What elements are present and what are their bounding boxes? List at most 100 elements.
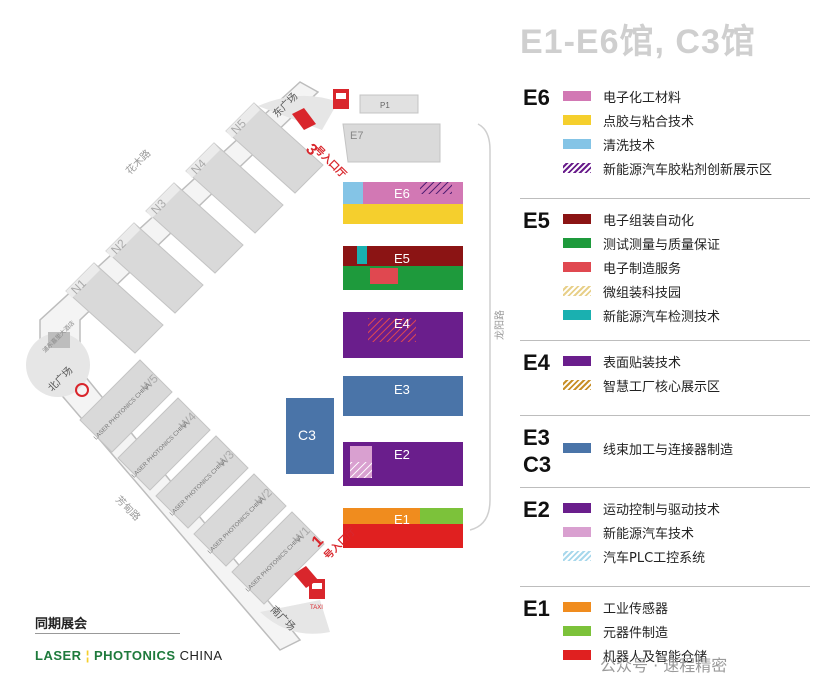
legend-label: 测试测量与质量保证 <box>603 237 721 253</box>
legend-swatch <box>563 91 591 101</box>
legend-hall-label: C3 <box>523 452 552 477</box>
legend-label: 新能源汽车胶粘剂创新展示区 <box>603 162 773 178</box>
label-e1: E1 <box>394 512 410 527</box>
legend-item: 清洗技术 <box>563 135 656 154</box>
hall-e7[interactable] <box>342 123 441 163</box>
legend-hall-label: E4 <box>523 350 550 375</box>
legend-label: 电子化工材料 <box>603 90 682 106</box>
legend-swatch <box>563 286 591 296</box>
legend-label: 新能源汽车检测技术 <box>603 309 721 325</box>
e5-test-zone <box>343 266 463 290</box>
legend-item: 智慧工厂核心展示区 <box>563 376 721 395</box>
legend-swatch <box>563 650 591 660</box>
north-halls <box>65 102 324 354</box>
p1-parking[interactable] <box>359 94 419 114</box>
hall-w4[interactable] <box>117 397 211 491</box>
legend-item: 电子制造服务 <box>563 258 681 277</box>
hall-e5[interactable] <box>343 246 463 290</box>
legend-item: 新能源汽车技术 <box>563 523 695 542</box>
hall-n5[interactable] <box>225 102 324 194</box>
e5-nev-test-zone <box>357 246 367 264</box>
hall-n1[interactable] <box>65 262 164 354</box>
legend-swatch <box>563 551 591 561</box>
north-plaza <box>26 333 90 397</box>
taxi-icon-east <box>333 89 349 109</box>
hall-e3[interactable] <box>343 376 463 416</box>
hall-e1[interactable] <box>343 508 463 548</box>
legend-item: 工业传感器 <box>563 598 669 617</box>
e6-cleaning-zone <box>343 182 363 204</box>
legend-swatch <box>563 310 591 320</box>
brand-china: CHINA <box>179 648 223 663</box>
e4-smart-factory-zone <box>368 318 416 342</box>
longyang-road-line <box>469 123 491 531</box>
e2-plc-zone <box>350 462 372 478</box>
legend-swatch <box>563 503 591 513</box>
legend-hall-label: E1 <box>523 596 550 621</box>
legend-swatch <box>563 262 591 272</box>
legend-hall-label: E2 <box>523 497 550 522</box>
legend-label: 智慧工厂核心展示区 <box>603 379 721 395</box>
legend-label: 新能源汽车技术 <box>603 526 695 542</box>
legend-label: 表面贴装技术 <box>603 355 682 371</box>
legend-divider <box>520 415 810 416</box>
e6-nev-adhesive-zone <box>420 182 452 194</box>
legend-divider <box>520 198 810 199</box>
legend-item: 运动控制与驱动技术 <box>563 499 721 518</box>
legend-item: 元器件制造 <box>563 622 669 641</box>
e1-robot-zone <box>343 524 463 548</box>
road-longyang: 龙阳路 <box>493 310 506 340</box>
hall-c3[interactable] <box>286 398 334 474</box>
legend-hall-label: E5 <box>523 208 550 233</box>
legend-label: 微组装科技园 <box>603 285 682 301</box>
hall-w2[interactable] <box>193 473 287 567</box>
legend-label: 清洗技术 <box>603 138 656 154</box>
taxi-label-east: TAXI <box>334 115 347 121</box>
taxi-icon-south <box>309 579 325 599</box>
legend-divider <box>520 487 810 488</box>
brand-photonics: PHOTONICS <box>93 648 176 663</box>
hall-n3[interactable] <box>145 182 244 274</box>
entrance-3-marker <box>292 108 316 130</box>
label-p1: P1 <box>380 101 390 110</box>
label-e4: E4 <box>394 316 410 331</box>
legend-item: 测试测量与质量保证 <box>563 234 721 253</box>
legend-swatch <box>563 602 591 612</box>
legend-label: 汽车PLC工控系统 <box>603 550 706 566</box>
legend-label: 运动控制与驱动技术 <box>603 502 721 518</box>
legend-item: 表面贴装技术 <box>563 352 682 371</box>
legend-item: 点胶与粘合技术 <box>563 111 694 130</box>
hall-e2[interactable] <box>343 442 463 486</box>
hall-n4[interactable] <box>185 142 284 234</box>
watermark: 公众号 · 速程精密 <box>600 656 728 675</box>
legend-divider <box>520 340 810 341</box>
hall-w5[interactable] <box>79 359 173 453</box>
legend-hall-label: E6 <box>523 85 550 110</box>
label-e3: E3 <box>394 382 410 397</box>
legend-label: 元器件制造 <box>603 625 669 641</box>
legend-swatch <box>563 443 591 453</box>
hall-w1[interactable] <box>231 511 325 605</box>
brand-laser: LASER <box>35 648 82 663</box>
label-c3: C3 <box>298 427 316 443</box>
taxi-label-south: TAXI <box>310 605 323 611</box>
legend-label: 机器人及智能仓储 <box>603 649 708 665</box>
brand-separator-icon: ¦ <box>85 648 90 663</box>
hall-e6[interactable] <box>343 182 463 224</box>
legend-divider <box>520 586 810 587</box>
road-huamu: 花木路 <box>123 147 153 177</box>
legend-label: 线束加工与连接器制造 <box>603 442 734 458</box>
concurrent-exhibition-label: 同期展会 <box>35 617 88 632</box>
hall-w3[interactable] <box>155 435 249 529</box>
e1-component-zone <box>420 508 463 524</box>
hotel-icon <box>48 332 70 348</box>
footer-divider <box>35 633 180 634</box>
legend-item: 新能源汽车胶粘剂创新展示区 <box>563 159 773 178</box>
metro-icon <box>75 383 89 397</box>
hall-n2[interactable] <box>105 222 204 314</box>
hall-e4[interactable] <box>343 312 463 358</box>
legend-label: 工业传感器 <box>603 601 669 617</box>
e2-nev-zone <box>350 446 372 462</box>
label-e2: E2 <box>394 447 410 462</box>
